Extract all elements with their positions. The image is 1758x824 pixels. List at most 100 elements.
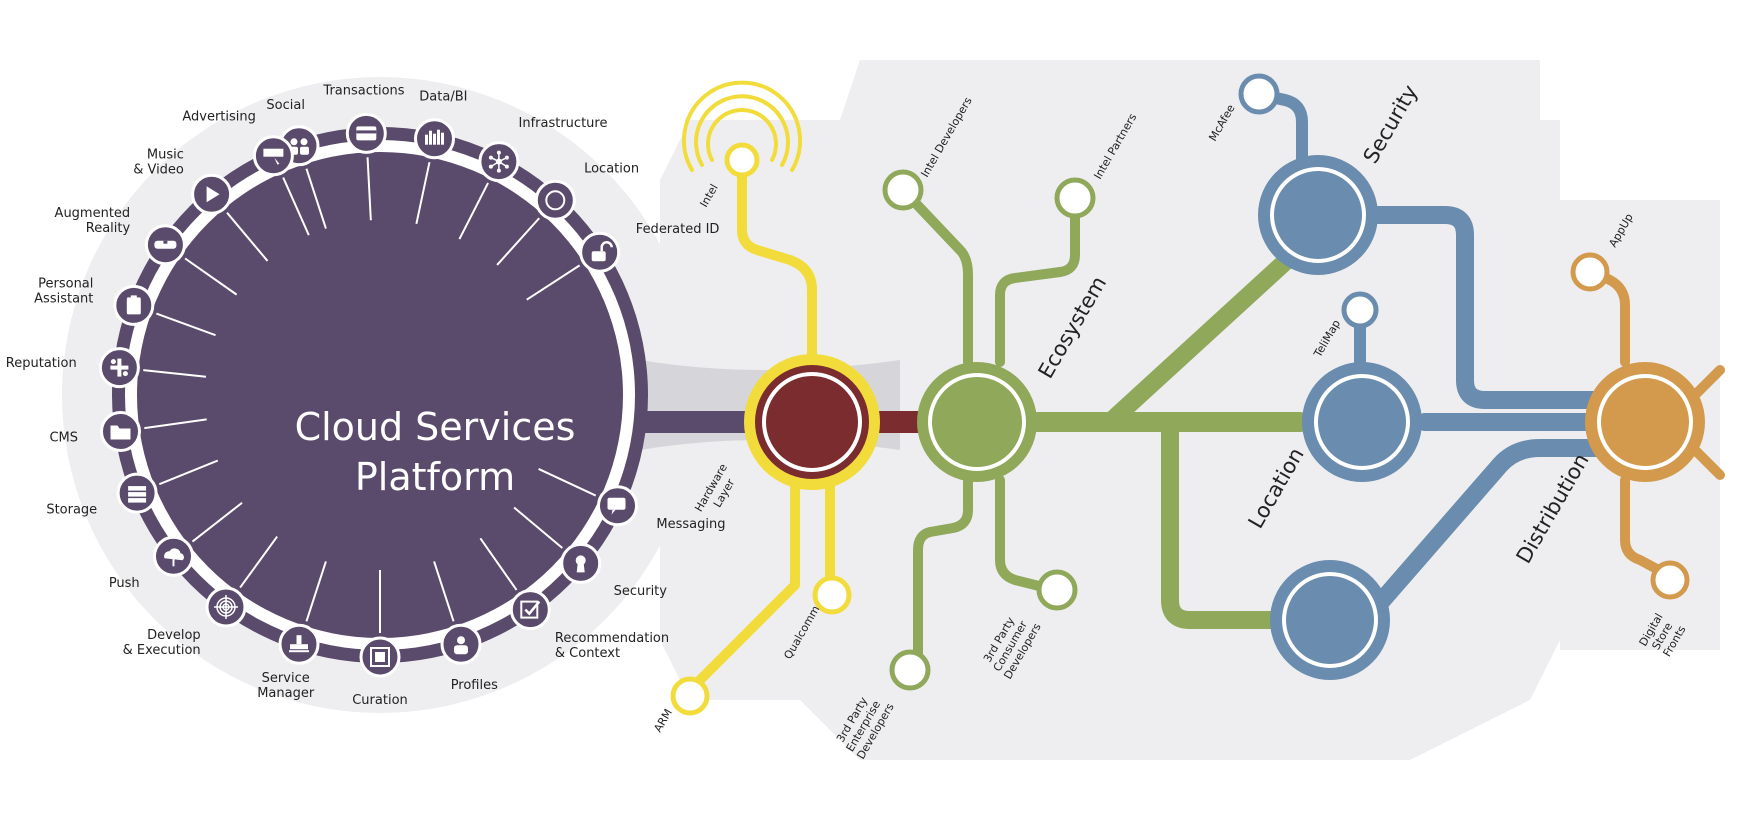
hub-service-label-line1: Advertising: [182, 109, 256, 124]
hub-spoke: [479, 537, 518, 591]
mcafee-endpoint: [1238, 73, 1280, 115]
frame-icon[interactable]: [359, 636, 401, 678]
hub-title-line1: Cloud Services: [295, 405, 576, 449]
chat-icon[interactable]: [597, 485, 638, 527]
hub-service-label: CMS: [49, 430, 78, 445]
appup-branch-line: [1587, 267, 1630, 367]
hub-service-label-line1: Federated ID: [636, 222, 720, 237]
hub-spoke: [158, 459, 219, 486]
bottom-to-distribution-line: [1356, 439, 1609, 629]
hub-spoke: [366, 157, 372, 221]
ecosystem-to-security-line: [1101, 253, 1294, 431]
compass-icon[interactable]: [534, 179, 576, 221]
hub-spoke: [305, 168, 327, 229]
storefronts-endpoint: [1650, 560, 1690, 600]
bar-chart-icon[interactable]: [414, 118, 455, 160]
enterprise-branch-line: [913, 475, 973, 670]
hub-service-label: Location: [584, 161, 639, 176]
arm-endpoint: [670, 676, 710, 716]
qualcomm-endpoint: [812, 575, 852, 615]
stamp-icon[interactable]: [278, 623, 320, 665]
glasses-icon[interactable]: [144, 224, 186, 266]
trunk-lines: [609, 206, 1609, 629]
hub-service-label-line2: Reality: [86, 221, 131, 236]
hub-service-label-line1: Push: [109, 576, 140, 591]
hub-service-label-line2: & Execution: [123, 643, 201, 658]
hub-service-label: Messaging: [656, 517, 725, 532]
hub-service-label: Security: [614, 584, 668, 599]
hub-spoke: [513, 506, 563, 549]
hub-service-label-line1: CMS: [49, 430, 78, 445]
hub-service-label: Push: [109, 576, 140, 591]
hub-service-label: Advertising: [182, 109, 256, 124]
intel-developers-branch-line: [900, 187, 973, 367]
hub-service-label-line1: Develop: [147, 628, 201, 643]
hub-spoke: [239, 535, 278, 589]
hub-service-label: Transactions: [322, 83, 404, 98]
hub-service-labels: Social Transactions Data/BI InfrastructureL…: [6, 83, 726, 708]
cloud-upload-icon[interactable]: [153, 535, 194, 577]
mcafee-branch-line: [1256, 89, 1308, 171]
hub-service-label-line1: Augmented: [55, 206, 131, 221]
hub-service-label-line1: Transactions: [322, 83, 404, 98]
plus-cross-icon[interactable]: [98, 347, 140, 389]
hub-service-label-line1: Messaging: [656, 517, 725, 532]
folder-icon[interactable]: [100, 411, 141, 452]
unlock-icon[interactable]: [579, 231, 621, 273]
hub-spoke: [433, 561, 455, 622]
hub-spoke: [184, 257, 238, 296]
hub-inner-disc: [137, 152, 623, 638]
hub-service-label-line1: Security: [614, 584, 668, 599]
hub-spoke: [305, 561, 327, 622]
enterprise-endpoint: [889, 649, 931, 691]
hub-spoke: [226, 212, 269, 262]
card-icon[interactable]: [345, 112, 387, 154]
consumer-endpoint: [1036, 569, 1078, 611]
hub-service-label-line2: & Video: [133, 162, 184, 177]
checkbox-icon[interactable]: [509, 589, 551, 631]
person-icon[interactable]: [440, 623, 482, 665]
hub-spoke: [143, 369, 207, 378]
hub-spoke: [526, 264, 581, 301]
clipboard-icon[interactable]: [113, 284, 155, 326]
target-icon[interactable]: [205, 586, 247, 628]
intel-developers-endpoint: [882, 169, 924, 211]
hub-service-label-line2: Assistant: [34, 292, 93, 307]
hub-service-label: Reputation: [6, 356, 77, 371]
svg-text:Digital Store Fronts: Digital Store Fronts: [1637, 608, 1690, 661]
intel-signal: [682, 80, 802, 172]
hub-spoke: [415, 161, 431, 225]
cloud-services-hub: Social Transactions Data/BI InfrastructureL…: [6, 83, 726, 708]
hub-service-label: Social: [266, 98, 305, 113]
hub-service-label: Data/BI: [419, 90, 467, 105]
hub-service-label: Infrastructure: [519, 116, 608, 131]
hub-service-label-line1: Location: [584, 161, 639, 176]
hub-service-label-line1: Storage: [46, 502, 97, 517]
hub-service-label-line1: Personal: [38, 277, 93, 292]
play-icon[interactable]: [191, 173, 233, 215]
hub-spoke: [144, 418, 207, 430]
storage-icon[interactable]: [116, 472, 158, 514]
bottom-blue-node: [1270, 560, 1390, 680]
appup-endpoint: [1570, 252, 1610, 292]
arm-branch-line: [685, 475, 800, 695]
hub-service-label-line1: Social: [266, 98, 305, 113]
hub-service-label-line1: Music: [147, 147, 184, 162]
intel-partners-endpoint: [1054, 177, 1096, 219]
consumer-branch-line: [995, 475, 1060, 595]
hub-service-label-line2: Manager: [257, 686, 315, 701]
hub-spoke: [496, 217, 540, 266]
hub-spoke: [191, 501, 243, 543]
hub-service-label: Curation: [352, 693, 408, 708]
hub-service-label-line1: Data/BI: [419, 90, 467, 105]
hub-service-label: Music& Video: [133, 147, 184, 177]
network-icon[interactable]: [478, 141, 520, 183]
billboard-icon[interactable]: [252, 135, 294, 177]
keyhole-icon[interactable]: [560, 542, 602, 584]
storefronts-branch-line: [1620, 475, 1673, 580]
